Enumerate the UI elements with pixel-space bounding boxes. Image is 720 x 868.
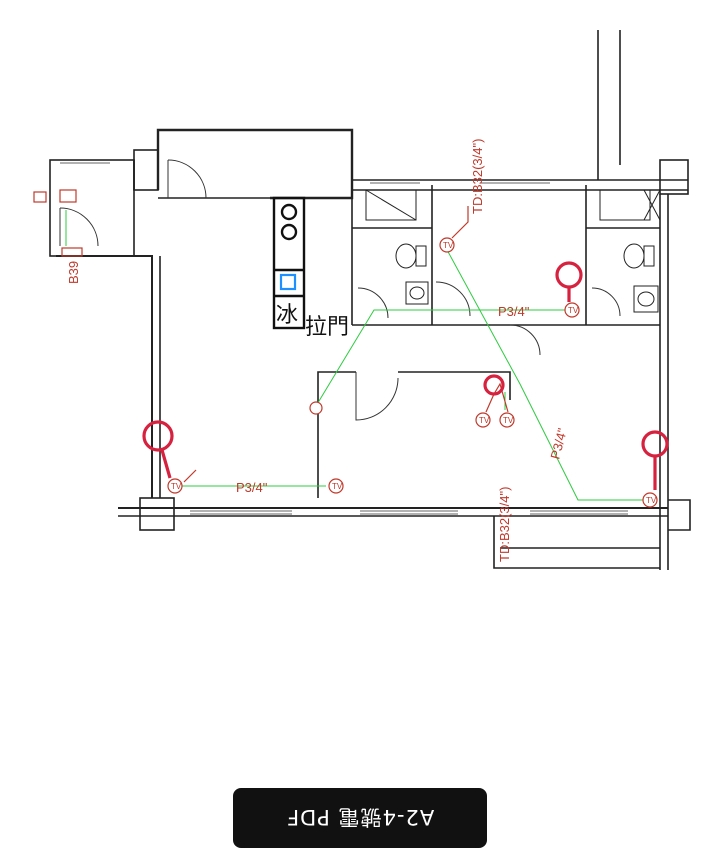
svg-text:TV: TV	[479, 416, 490, 425]
sink-icon	[405, 281, 429, 305]
label-b39: B39	[66, 261, 81, 284]
sink-icon	[633, 285, 659, 313]
toilet-icon	[395, 243, 417, 269]
svg-text:TV: TV	[646, 496, 657, 505]
tv-outlet-icon	[564, 302, 580, 318]
location-markers	[142, 261, 669, 490]
svg-text:TV: TV	[568, 306, 579, 315]
tv-outlet-icon	[642, 492, 658, 508]
outlets	[33, 189, 83, 257]
walls	[49, 30, 691, 570]
kitchen-counter	[272, 196, 306, 330]
location-marker-icon	[641, 430, 669, 490]
label-fridge: 冰	[276, 303, 298, 328]
tv-outlet-labels: TV TV TV TV TV TV TV	[171, 241, 657, 505]
file-name-text: A2-4號電 PDF	[285, 805, 435, 829]
label-sliding-door: 拉門	[305, 315, 349, 340]
tv-outlet-icon	[499, 412, 515, 428]
tv-outlet-icon	[475, 412, 491, 428]
label-pipe-top: P3/4"	[498, 304, 530, 319]
label-td-top: TD:B32(3/4")	[470, 139, 485, 214]
file-name-banner: A2-4號電 PDF	[233, 788, 487, 848]
windows	[60, 162, 628, 515]
label-pipe-left: P3/4"	[236, 480, 268, 495]
svg-text:TV: TV	[332, 482, 343, 491]
tv-outlet-icon	[309, 401, 323, 415]
tv-outlet-icon	[439, 237, 455, 253]
tv-outlet-icon	[167, 478, 183, 494]
label-td-bottom: TD:B32(3/4")	[497, 487, 512, 562]
pipe-routes	[65, 210, 650, 501]
door-swings	[59, 159, 621, 421]
stove-burner-icon	[280, 203, 298, 221]
label-pipe-diag: P3/4"	[547, 426, 570, 461]
location-marker-icon	[483, 374, 505, 396]
location-marker-icon	[555, 261, 583, 302]
bathroom-fixtures	[365, 189, 661, 313]
svg-text:TV: TV	[171, 482, 182, 491]
leader-lines	[183, 206, 509, 483]
svg-text:TV: TV	[503, 416, 514, 425]
toilet-icon	[623, 243, 645, 269]
svg-text:TV: TV	[443, 241, 454, 250]
fridge-highlight	[279, 273, 297, 291]
tv-outlet-icon	[328, 478, 344, 494]
location-marker-icon	[142, 420, 174, 479]
stove-burner-icon	[280, 223, 298, 241]
tv-outlets	[167, 237, 658, 508]
